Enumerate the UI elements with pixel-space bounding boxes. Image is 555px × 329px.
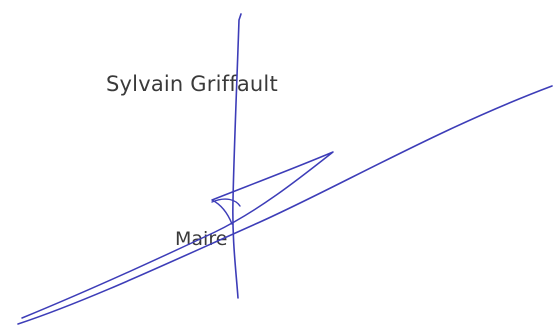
signature-long-stroke bbox=[17, 85, 553, 325]
signature-loop-stroke bbox=[21, 151, 334, 319]
signature-vertical-stroke bbox=[232, 13, 242, 299]
signature-cross-stroke bbox=[211, 198, 241, 207]
signer-name: Sylvain Griffault bbox=[106, 72, 278, 96]
